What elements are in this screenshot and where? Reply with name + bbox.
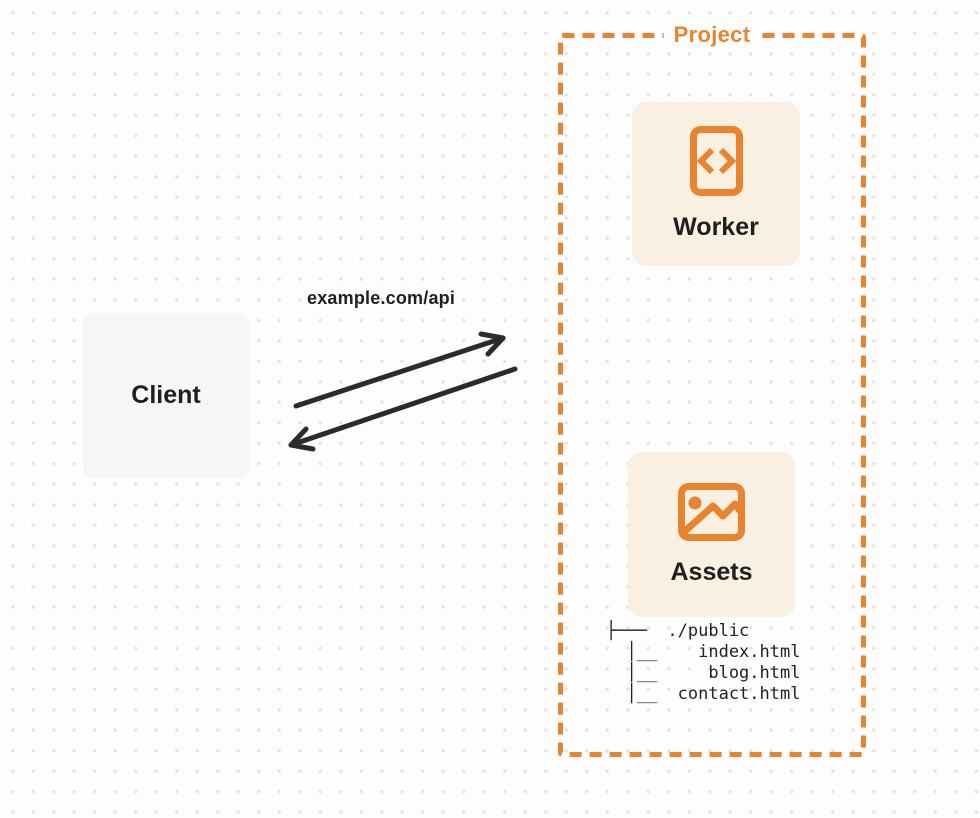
code-file-icon — [689, 126, 743, 196]
tree-line-index: │__ index.html — [606, 642, 801, 662]
worker-node: Worker — [632, 102, 800, 266]
project-label: Project — [663, 22, 761, 48]
api-url-label: example.com/api — [307, 288, 456, 308]
tree-line-public: ├─── ./public — [606, 621, 750, 641]
assets-label: Assets — [670, 557, 753, 586]
request-arrow — [293, 331, 506, 409]
project-boundary: Project Worker Assets ├─── ./public │__ … — [558, 22, 866, 757]
image-icon — [678, 482, 745, 541]
tree-line-contact: │__ contact.html — [606, 684, 801, 704]
tree-line-blog: │__ blog.html — [606, 663, 801, 683]
worker-label: Worker — [673, 213, 759, 241]
client-node: Client — [83, 313, 249, 478]
client-label: Client — [131, 381, 201, 409]
assets-file-tree: ├─── ./public │__ index.html │__ blog.ht… — [606, 621, 800, 705]
response-arrow — [288, 366, 518, 452]
assets-node: Assets — [628, 452, 795, 617]
